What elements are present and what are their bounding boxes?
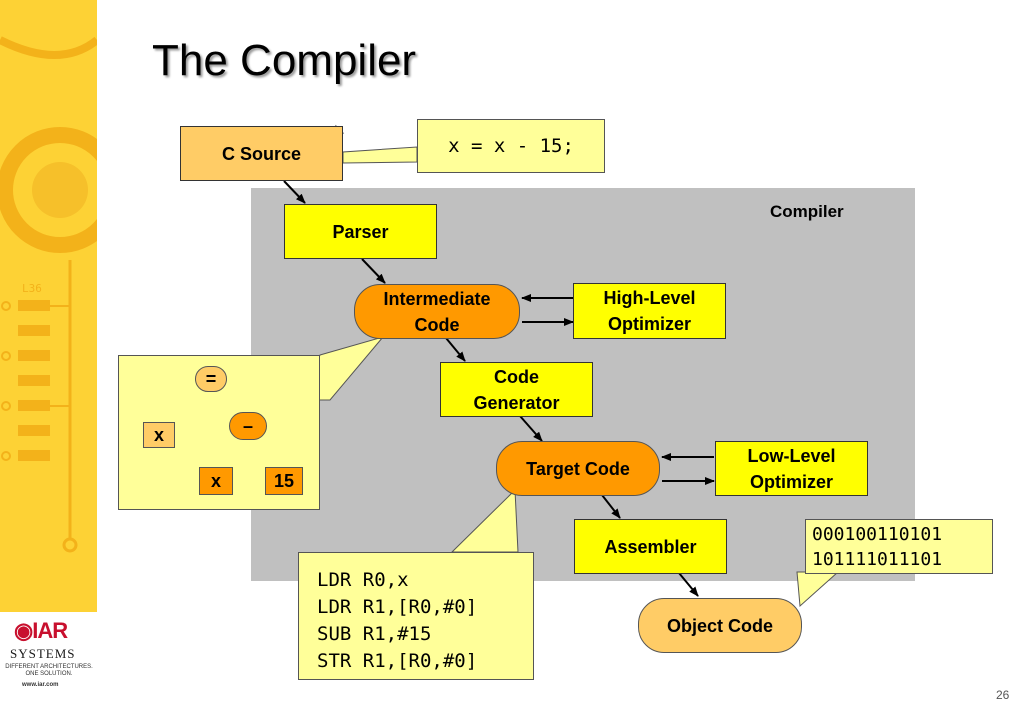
source-callout-tail: [342, 146, 418, 164]
arrow-target-to-assembler: [601, 494, 621, 519]
tree-op-node: –: [229, 412, 267, 440]
tree-root-node: =: [195, 366, 227, 392]
binary-line: 000100110101: [812, 524, 943, 545]
asm-line: STR R1,[R0,#0]: [317, 650, 478, 672]
assembly-callout: LDR R0,x LDR R1,[R0,#0] SUB R1,#15 STR R…: [298, 552, 534, 680]
high-level-optimizer-node: High-Level Optimizer: [573, 283, 726, 339]
arrow-source-to-parser: [283, 180, 306, 204]
intermediate-code-node: Intermediate Code: [354, 284, 520, 339]
arrow-assembler-to-object: [678, 572, 699, 597]
assembler-node: Assembler: [574, 519, 727, 574]
object-code-node: Object Code: [638, 598, 802, 653]
tree-op-right-node: 15: [265, 467, 303, 495]
page-number: 26: [996, 688, 1010, 702]
binary-callout: 000100110101 101111011101: [805, 519, 993, 574]
parser-node: Parser: [284, 204, 437, 259]
low-level-optimizer-node: Low-Level Optimizer: [715, 441, 868, 496]
asm-line: LDR R0,x: [317, 569, 409, 591]
slide-title: The Compiler: [152, 36, 417, 85]
binary-line: 101111011101: [812, 549, 943, 570]
logo-brand-line2: SYSTEMS: [10, 646, 76, 661]
asm-line: SUB R1,#15: [317, 623, 432, 645]
arrow-ir-to-codegen: [445, 337, 466, 362]
syntax-tree-callout: = x – x 15: [118, 355, 320, 510]
circuit-decoration: L36: [0, 36, 97, 553]
c-source-node: C Source: [180, 126, 343, 181]
logo-url: www.iar.com: [22, 682, 59, 688]
target-code-node: Target Code: [496, 441, 660, 496]
arrow-codegen-to-target: [519, 415, 543, 442]
iar-logo: ◉IAR SYSTEMS DIFFERENT ARCHITECTURES. ON…: [0, 612, 97, 708]
source-code-callout: x = x - 15;: [417, 119, 605, 173]
logo-brand: ◉IAR: [14, 618, 68, 643]
decorative-sidebar: L36 ◉IAR SYSTEMS DIFFERENT ARCHITECTURES…: [0, 0, 97, 708]
logo-tagline: DIFFERENT ARCHITECTURES. ONE SOLUTION.: [5, 664, 93, 677]
arrow-parser-to-ir: [361, 258, 386, 284]
asm-callout-tail: [450, 488, 519, 553]
svg-text:L36: L36: [22, 282, 42, 295]
code-generator-node: Code Generator: [440, 362, 593, 417]
tree-left-node: x: [143, 422, 175, 448]
binary-callout-tail: [796, 571, 840, 608]
tree-op-left-node: x: [199, 467, 233, 495]
compiler-label: Compiler: [770, 202, 844, 221]
asm-line: LDR R1,[R0,#0]: [317, 596, 478, 618]
